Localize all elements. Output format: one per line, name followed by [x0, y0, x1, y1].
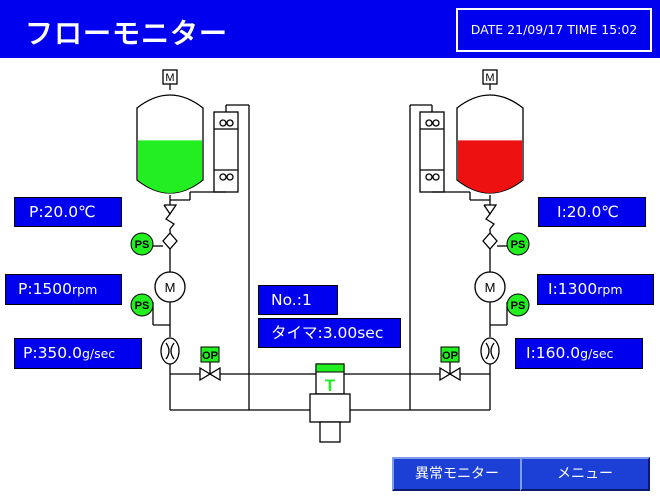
- batch-number-display: No.:1: [258, 285, 338, 315]
- pressure-switch-label: PS: [135, 239, 150, 251]
- pressure-switch-label: PS: [511, 239, 526, 251]
- tank-fill-left: [138, 140, 202, 193]
- pressure-switch-indicator: [506, 232, 530, 256]
- pressure-switch-indicator: [130, 232, 154, 256]
- right-speed-value: I:1300: [548, 280, 598, 298]
- left-speed-unit: rpm: [72, 282, 98, 297]
- tank-fill-right: [458, 140, 522, 193]
- right-flow-value: I:160.0: [526, 344, 581, 362]
- left-flow-unit: g/sec: [81, 346, 116, 361]
- left-temperature-display: P:20.0℃: [14, 197, 122, 227]
- mixer-label: T: [325, 376, 336, 395]
- right-flow-display: I:160.0g/sec: [515, 338, 643, 369]
- timer-value: タイマ:3.00sec: [271, 324, 384, 342]
- title-bar: フローモニター DATE 21/09/17 TIME 15:02: [0, 0, 660, 58]
- left-speed-value: P:1500: [18, 280, 73, 298]
- motor-label: M: [165, 280, 176, 295]
- right-temperature-value: I:20.0℃: [557, 203, 619, 221]
- open-valve-indicator: [440, 346, 460, 363]
- right-flow-unit: g/sec: [580, 346, 614, 361]
- left-flow-value: P:350.0: [23, 344, 82, 362]
- open-valve-label: OP: [202, 350, 218, 362]
- right-speed-display: I:1300rpm: [537, 274, 654, 305]
- timer-display: タイマ:3.00sec: [258, 318, 401, 348]
- datetime-display: DATE 21/09/17 TIME 15:02: [456, 8, 652, 52]
- right-temperature-display: I:20.0℃: [538, 197, 646, 227]
- flow-sensor-left: [160, 337, 180, 365]
- page-title: フローモニター: [25, 17, 229, 50]
- batch-number-value: No.:1: [271, 291, 312, 309]
- left-speed-display: P:1500rpm: [5, 274, 122, 305]
- motor-label: M: [485, 280, 496, 295]
- alarm-monitor-button[interactable]: 異常モニター: [392, 457, 522, 491]
- flow-sensor-right: [480, 337, 500, 365]
- open-valve-label: OP: [442, 350, 458, 362]
- open-valve-indicator: [200, 346, 220, 363]
- pressure-switch-label: PS: [135, 300, 150, 312]
- menu-button[interactable]: メニュー: [520, 457, 650, 491]
- right-speed-unit: rpm: [597, 282, 623, 297]
- pressure-switch-label: PS: [511, 300, 526, 312]
- motor-label: M: [485, 72, 494, 84]
- left-flow-display: P:350.0g/sec: [14, 338, 142, 369]
- pressure-switch-indicator: [130, 293, 154, 317]
- left-temperature-value: P:20.0℃: [29, 203, 96, 221]
- motor-label: M: [165, 72, 174, 84]
- pressure-switch-indicator: [506, 293, 530, 317]
